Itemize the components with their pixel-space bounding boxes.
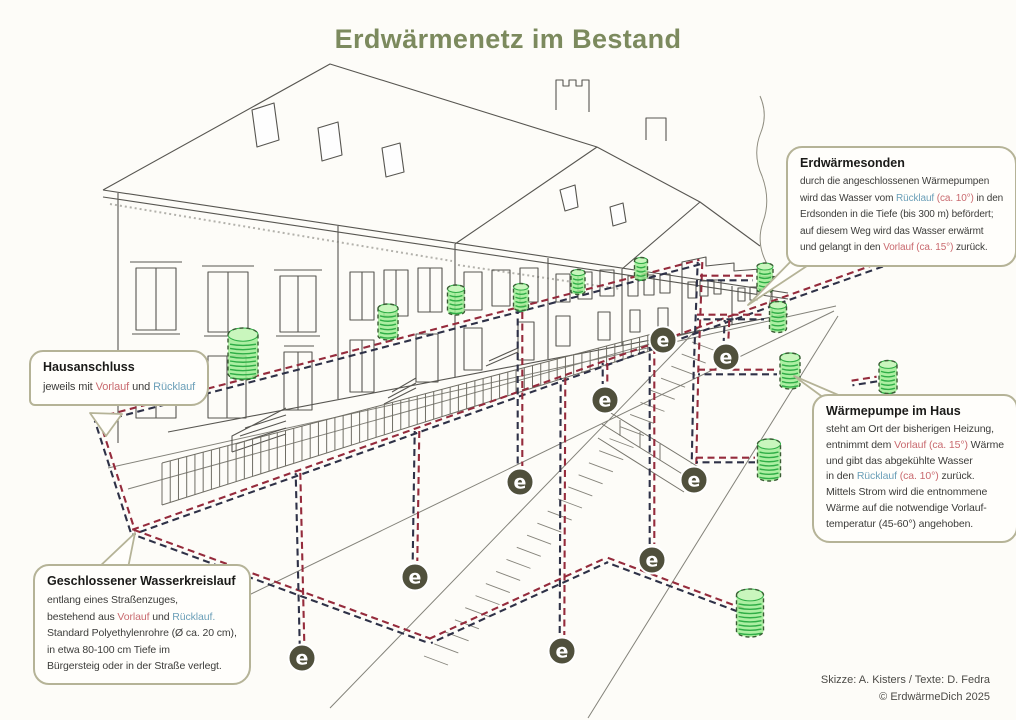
pipe-vorlauf — [299, 472, 306, 644]
pipe-ruecklauf — [690, 261, 699, 465]
heat-pump-cylinder — [377, 303, 399, 341]
credits: Skizze: A. Kisters / Texte: D. Fedra © E… — [821, 672, 990, 706]
borehole-marker: e — [711, 342, 741, 372]
heat-pump-cylinder — [756, 438, 782, 482]
credits-line1: Skizze: A. Kisters / Texte: D. Fedra — [820, 674, 990, 686]
pipe-vorlauf — [98, 418, 137, 532]
pipe-vorlauf — [563, 377, 567, 636]
pipe-vorlauf — [607, 556, 745, 610]
embankment-hatch — [423, 341, 717, 666]
borehole-marker-label: e — [556, 641, 569, 663]
callout-body: steht am Ort der bisherigen Heizung,entn… — [826, 423, 1004, 530]
callout-erdwaermesonden: Erdwärmesonden durch die angeschlossenen… — [786, 146, 1016, 267]
pipe-ruecklauf — [411, 430, 416, 562]
pipe-ruecklauf — [294, 473, 301, 645]
borehole-marker: e — [648, 325, 678, 355]
borehole-marker-label: e — [409, 567, 422, 589]
heat-pump-cylinder — [735, 588, 765, 638]
callout-wasserkreislauf: Geschlossener Wasserkreislauf entlang ei… — [33, 564, 251, 685]
heat-pump-cylinder — [227, 327, 259, 381]
borehole-marker-label: e — [514, 472, 527, 494]
pipe-ruecklauf — [558, 377, 562, 636]
borehole-marker-label: e — [296, 648, 309, 670]
callout-body: entlang eines Straßenzuges,bestehend aus… — [47, 594, 237, 672]
pipe-ruecklauf — [852, 380, 878, 387]
fence — [161, 332, 657, 506]
borehole-marker: e — [679, 465, 709, 495]
borehole-marker-label: e — [657, 330, 670, 352]
borehole-marker-label: e — [646, 550, 659, 572]
heat-pump-cylinder — [512, 282, 530, 312]
heat-pump-cylinder — [570, 268, 586, 296]
callout-hausanschluss: Hausanschluss jeweils mit Vorlauf und Rü… — [29, 350, 210, 406]
borehole-marker-label: e — [688, 470, 701, 492]
heat-pump-cylinder — [446, 284, 466, 316]
heat-pump-cylinder — [878, 359, 898, 395]
callout-body: jeweils mit Vorlauf und Rücklauf — [43, 381, 196, 393]
callout-waermepumpe: Wärmepumpe im Haus steht am Ort der bish… — [812, 394, 1016, 543]
heat-pump-cylinder — [768, 300, 788, 334]
borehole-marker-label: e — [720, 347, 733, 369]
borehole-marker: e — [590, 385, 620, 415]
callout-heading: Wärmepumpe im Haus — [826, 404, 961, 418]
callout-heading: Geschlossener Wasserkreislauf — [47, 574, 236, 588]
heat-pump-cylinder — [779, 352, 801, 390]
credits-line2: © ErdwärmeDich 2025 — [879, 691, 990, 703]
borehole-marker: e — [505, 467, 535, 497]
pipe-ruecklauf — [131, 533, 430, 645]
pipe-vorlauf — [727, 320, 731, 342]
houses-sketch — [102, 63, 789, 453]
pipe-ruecklauf — [430, 561, 609, 645]
pipe-vorlauf — [133, 528, 432, 640]
borehole-marker: e — [637, 545, 667, 575]
page-title: Erdwärmenetz im Bestand — [334, 24, 682, 54]
heat-pump-cylinder — [633, 256, 649, 282]
callout-heading: Hausanschluss — [43, 360, 135, 374]
wasserkreislauf-tail — [97, 532, 136, 569]
borehole-marker: e — [547, 636, 577, 666]
callout-heading: Erdwärmesonden — [800, 156, 905, 170]
hausanschluss-tail — [89, 412, 123, 437]
borehole-marker: e — [287, 643, 317, 673]
pipe-vorlauf — [851, 375, 877, 382]
pipe-ruecklauf — [605, 561, 743, 615]
pipe-ruecklauf — [93, 420, 132, 534]
street-lines — [107, 305, 839, 719]
pipe-vorlauf — [428, 556, 607, 640]
borehole-marker-label: e — [599, 390, 612, 412]
pipe-vorlauf — [416, 430, 421, 562]
pipe-ruecklauf — [722, 319, 726, 341]
borehole-marker: e — [400, 562, 430, 592]
